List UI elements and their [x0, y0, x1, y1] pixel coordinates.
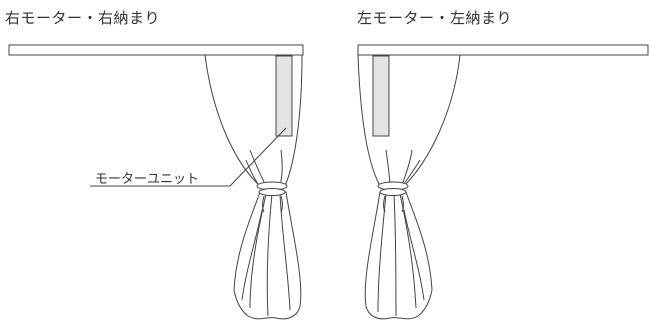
motor-unit-callout-label: モーターユニット [95, 172, 200, 187]
diagram-title-right-motor: 右モーター・右納まり [5, 9, 161, 27]
diagram-left-motor [357, 44, 649, 320]
motor-unit-left [372, 55, 390, 137]
curtain-rail-left-motor [357, 44, 649, 56]
diagram-right-motor [8, 44, 304, 320]
diagram-title-left-motor: 左モーター・左納まり [357, 9, 513, 27]
motor-unit-right [275, 55, 293, 137]
callout-leader-line [90, 127, 287, 187]
curtain-rail-right-motor [8, 44, 304, 56]
